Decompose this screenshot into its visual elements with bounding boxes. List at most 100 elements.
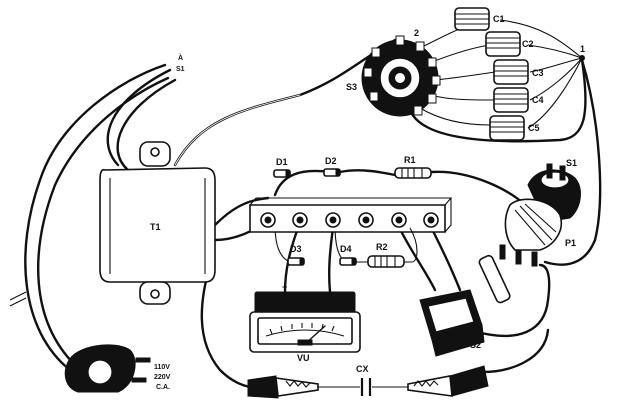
r1-label: R1 xyxy=(404,155,416,165)
c4-body xyxy=(493,87,529,113)
clip-right-teeth xyxy=(413,380,439,387)
capacitor-c3: C3 xyxy=(493,59,544,85)
transformer-primary-wire-a xyxy=(106,68,172,167)
s3-contact xyxy=(427,57,437,68)
rotary-switch-s3: S3 2 xyxy=(346,28,441,117)
s3-wire-highlight xyxy=(174,94,301,166)
terminal-strip xyxy=(249,197,453,233)
clip-right-boot xyxy=(449,365,489,397)
mains-switch-ref-top: À xyxy=(178,53,183,62)
resistor-r1: R1 xyxy=(394,155,432,179)
vu-meter-polarity: + xyxy=(282,282,287,292)
plug-voltage-1: 110V xyxy=(154,364,170,371)
p1-shaft xyxy=(478,254,511,304)
transformer-top-hole xyxy=(150,147,160,157)
s3-contact xyxy=(431,75,441,86)
d2-r1-arc xyxy=(338,169,397,177)
c5-common-wire xyxy=(527,57,583,129)
r1-body xyxy=(394,167,432,179)
p1-ribs xyxy=(514,203,557,246)
plug-pin-b xyxy=(131,377,147,383)
r1-bands xyxy=(401,168,423,178)
diode-d4: D4 xyxy=(339,244,357,266)
r2-label: R2 xyxy=(376,242,388,252)
s3-contact xyxy=(427,93,437,104)
terminal-lug-hole xyxy=(362,216,370,224)
strip-to-s2-wire-b xyxy=(428,223,462,292)
terminal-lug-hole xyxy=(329,216,337,224)
vu-meter-pivot xyxy=(297,339,313,346)
clip-right-lead xyxy=(480,328,550,374)
c4-common-wire xyxy=(529,57,583,101)
s3-return-wire xyxy=(408,58,587,143)
c2-body xyxy=(485,31,521,57)
switch-s1-pot-p1: S1 P1 xyxy=(478,158,581,304)
transformer-t1: T1 xyxy=(99,141,216,305)
transformer-bottom-hole xyxy=(150,289,160,299)
terminal-strip-edge xyxy=(249,197,453,233)
c5-body xyxy=(489,115,525,141)
c4-label: C4 xyxy=(532,95,544,105)
transformer-secondary-wire-a xyxy=(213,196,270,227)
vu-meter-label: VU xyxy=(297,353,310,363)
test-leads: CX xyxy=(247,364,489,399)
common-node-1 xyxy=(579,55,585,61)
terminal-strip-board xyxy=(249,204,446,233)
c5-label: C5 xyxy=(528,123,540,133)
s3-hub-center xyxy=(395,73,405,83)
cx-label: CX xyxy=(356,364,369,374)
strip-to-meter-wire-b xyxy=(328,226,335,294)
s2-rocker xyxy=(427,297,475,333)
transformer-label: T1 xyxy=(150,222,161,232)
d1-band xyxy=(285,169,290,178)
d1-d2-arc xyxy=(273,169,332,197)
mains-cord-wire-a xyxy=(24,63,167,372)
c5-bands xyxy=(490,121,524,133)
s3-contact xyxy=(363,67,373,78)
rocker-switch-s2: S2 xyxy=(419,289,485,357)
terminal-lug-hole xyxy=(395,216,403,224)
vu-meter-scale xyxy=(265,323,345,337)
p1-lug xyxy=(531,251,538,267)
clip-left xyxy=(247,375,319,399)
d2-label: D2 xyxy=(325,156,337,166)
clip-left-teeth xyxy=(285,380,311,388)
clip-left-jaw xyxy=(275,377,319,397)
diode-d2: D2 xyxy=(323,156,341,177)
transformer-primary-wire-b xyxy=(116,78,177,172)
s3-label: S3 xyxy=(346,82,357,92)
s3-contact xyxy=(395,35,405,46)
s2-to-clip-wire xyxy=(468,263,551,338)
vu-meter: + VU xyxy=(249,282,361,363)
p1-label: P1 xyxy=(565,238,576,248)
r2-bands xyxy=(374,256,396,267)
c1-bands xyxy=(455,13,489,25)
mains-plug: 110V 220V C.A. xyxy=(64,344,171,393)
node1-to-p1-wire xyxy=(543,58,602,266)
s1-shaft-b xyxy=(559,165,566,181)
p1-lug xyxy=(499,244,506,260)
c3-bands xyxy=(494,65,528,77)
s1-shaft-a xyxy=(546,163,553,179)
wires xyxy=(9,19,602,390)
s3-contact xyxy=(413,105,423,116)
d4-band xyxy=(351,257,356,266)
s3-to-c3-wire xyxy=(434,71,496,81)
diodes-resistors: D1 D2 R1 D3 D4 R2 xyxy=(273,155,432,268)
d3-band xyxy=(299,257,304,266)
transformer-winding-edge xyxy=(109,178,206,274)
cord-break-mark xyxy=(9,291,27,307)
s2-base xyxy=(431,324,485,357)
cx-plates xyxy=(360,378,372,396)
plug-voltage-2: 220V xyxy=(154,374,171,381)
resistor-r2: R2 xyxy=(356,227,418,268)
d4-label: D4 xyxy=(340,244,352,254)
capacitor-c2: C2 xyxy=(485,31,534,57)
c3-label: C3 xyxy=(532,68,544,78)
terminal-lug-hole xyxy=(264,216,272,224)
clip-left-boot xyxy=(247,375,279,399)
c2-bands xyxy=(486,37,520,49)
c3-body xyxy=(493,59,529,85)
